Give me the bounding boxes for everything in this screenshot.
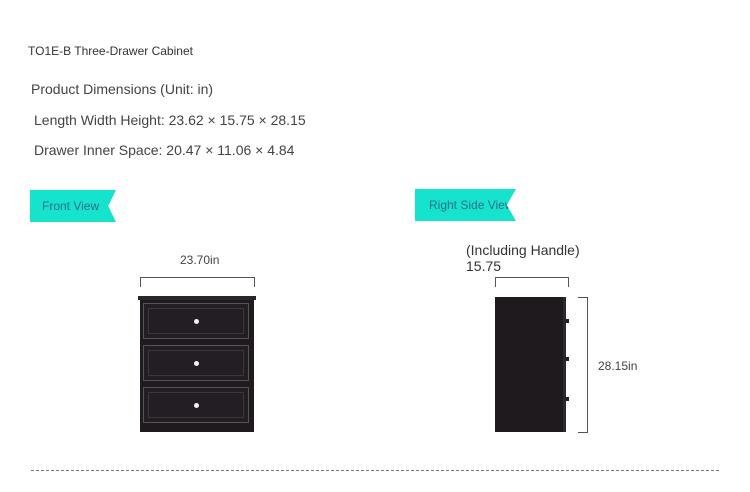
- dimensions-heading: Product Dimensions (Unit: in): [31, 81, 214, 97]
- right-side-view-badge: Right Side View: [415, 189, 516, 221]
- side-handle: [566, 357, 569, 361]
- product-title: TO1E-B Three-Drawer Cabinet: [28, 44, 193, 58]
- drawer-bottom: [143, 387, 249, 423]
- front-view-badge: Front View: [30, 190, 116, 222]
- divider: [31, 470, 719, 471]
- front-cabinet: [140, 297, 254, 432]
- side-depth-bracket: [495, 277, 569, 287]
- side-height-bracket: [578, 297, 588, 433]
- handle-note: (Including Handle): [466, 242, 580, 258]
- drawer-middle: [143, 345, 249, 381]
- side-handle: [566, 397, 569, 401]
- drawer-knob: [193, 360, 199, 366]
- side-depth-label: 15.75: [466, 258, 502, 274]
- side-cabinet-front-edge: [563, 297, 566, 432]
- cabinet-top-edge: [138, 296, 256, 300]
- side-height-label: 28.15in: [598, 359, 638, 373]
- drawer-knob: [193, 402, 199, 408]
- front-width-label: 23.70in: [180, 253, 220, 267]
- side-handle: [566, 319, 569, 323]
- side-cabinet: [495, 297, 563, 432]
- drawer-knob: [193, 318, 199, 324]
- drawer-inner-dimensions: Drawer Inner Space: 20.47 × 11.06 × 4.84: [34, 142, 295, 158]
- drawer-top: [143, 303, 249, 339]
- overall-dimensions: Length Width Height: 23.62 × 15.75 × 28.…: [34, 112, 306, 128]
- front-width-bracket: [140, 277, 255, 287]
